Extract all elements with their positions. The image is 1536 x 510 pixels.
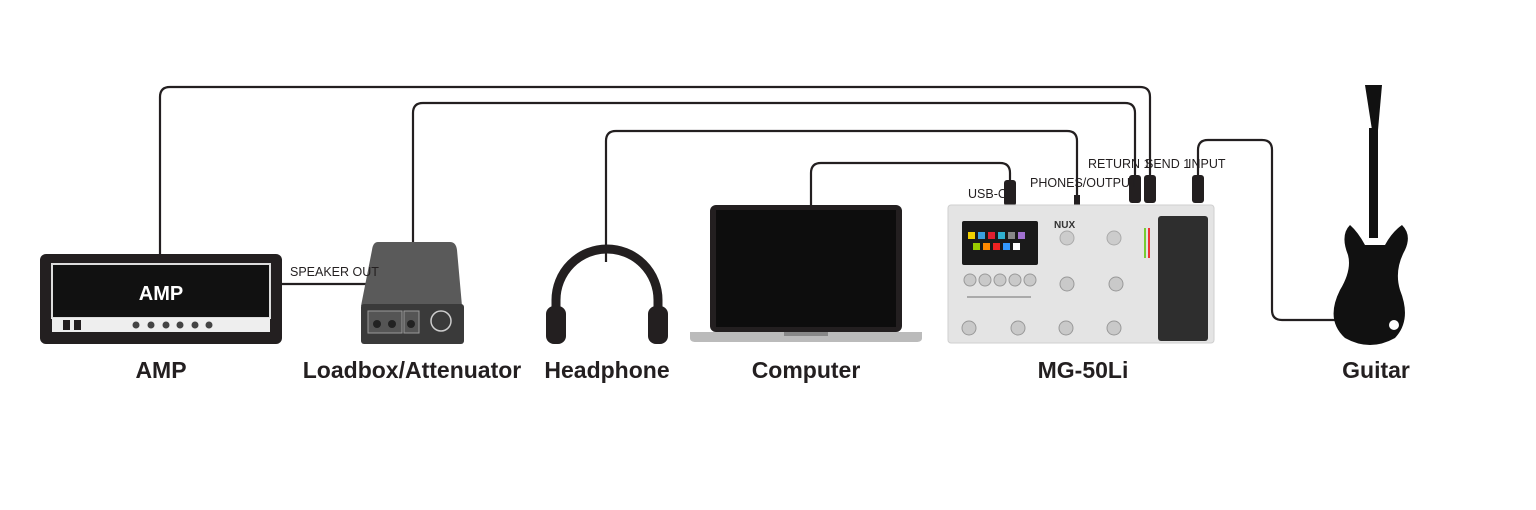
device-label-amp: AMP [135,357,186,383]
device-label-computer: Computer [752,357,861,383]
wire-guitar-input [1196,138,1340,322]
guitar-icon [1333,85,1408,345]
pedal-brand: NUX [1054,220,1075,231]
wire-amp-send1 [158,85,1152,256]
label-usb-c: USB-C [968,187,1007,201]
label-send1: SEND 1 [1145,157,1190,171]
jack-plugs [1004,175,1204,209]
device-label-guitar: Guitar [1342,357,1410,383]
device-label-loadbox: Loadbox/Attenuator [303,357,522,383]
amp-panel-text: AMP [139,283,183,305]
laptop-icon [690,205,922,342]
label-phones-output: PHONES/OUTPUT [1030,176,1138,190]
label-speaker-out: SPEAKER OUT [290,265,379,279]
device-label-mg50li: MG-50Li [1038,357,1129,383]
loadbox [361,242,464,344]
wire-computer-usbc [809,161,1012,206]
mg50li-pedal: NUX [947,204,1215,344]
amp-head: AMP [40,254,282,344]
device-label-headphone: Headphone [544,357,669,383]
wire-headphone-phones [604,129,1079,262]
wire-loadbox-return1 [411,101,1137,242]
label-return1: RETURN 1 [1088,157,1151,171]
headphone-icon [546,244,668,344]
label-input: INPUT [1188,157,1226,171]
